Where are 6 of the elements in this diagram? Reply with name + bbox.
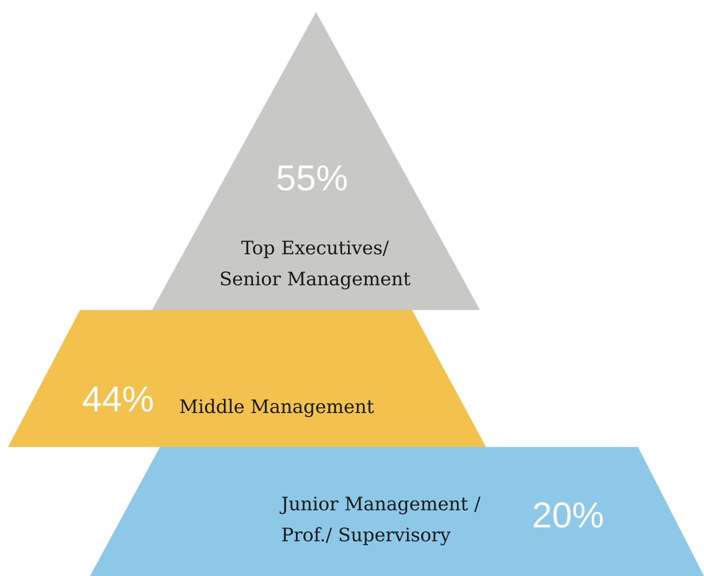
tier-label: Middle Management xyxy=(180,398,374,418)
percentage-label: 55% xyxy=(277,165,347,191)
tier-label: Top Executives/ Senior Management xyxy=(220,240,410,290)
percentage-label: 20% xyxy=(534,502,603,528)
tier-label: Junior Management / Prof./ Supervisory xyxy=(280,496,480,546)
percentage-label: 44% xyxy=(82,386,153,412)
